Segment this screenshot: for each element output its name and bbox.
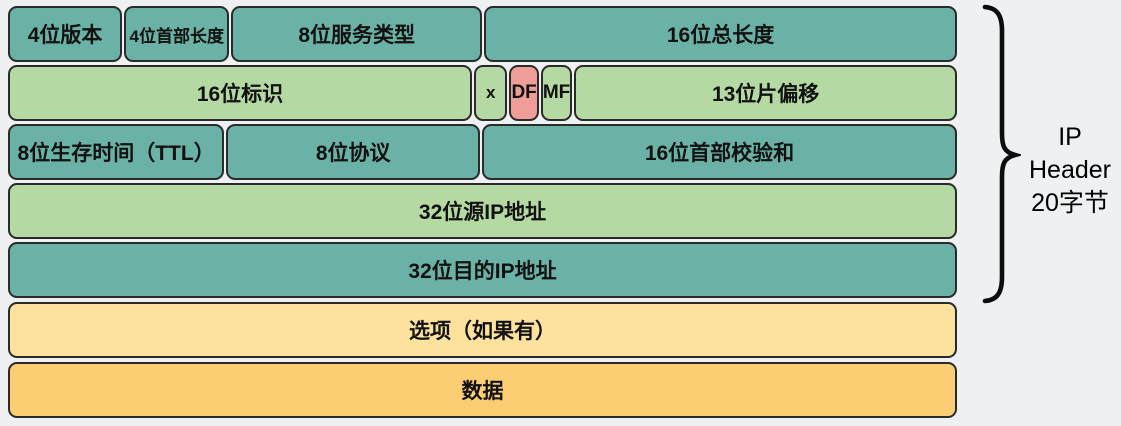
field-data: 数据 bbox=[8, 362, 957, 418]
row-word3: 8位生存时间（TTL） 8位协议 16位首部校验和 bbox=[8, 124, 957, 180]
field-data-label: 数据 bbox=[461, 380, 504, 403]
field-identification: 16位标识 bbox=[8, 65, 473, 121]
flag-mf-label: MF bbox=[542, 82, 571, 103]
field-header-checksum: 16位首部校验和 bbox=[482, 124, 957, 180]
field-source-ip-label: 32位源IP地址 bbox=[418, 201, 547, 224]
field-dest-ip-label: 32位目的IP地址 bbox=[408, 260, 557, 283]
field-header-checksum-label: 16位首部校验和 bbox=[644, 142, 795, 165]
field-ttl: 8位生存时间（TTL） bbox=[8, 124, 225, 180]
flag-df-label: DF bbox=[511, 82, 537, 103]
field-options-label: 选项（如果有） bbox=[409, 320, 556, 343]
annotation-line-3: 20字节 bbox=[1031, 189, 1109, 217]
row-word5: 32位目的IP地址 bbox=[8, 242, 957, 298]
annotation-line-1: IP bbox=[1058, 123, 1082, 151]
field-protocol: 8位协议 bbox=[226, 124, 481, 180]
flag-x: x bbox=[474, 65, 508, 121]
field-service-type-label: 8位服务类型 bbox=[298, 24, 416, 47]
field-fragment-offset-label: 13位片偏移 bbox=[711, 83, 820, 106]
header-brace bbox=[982, 4, 1021, 304]
field-header-length: 4位首部长度 bbox=[124, 6, 230, 62]
row-word4: 32位源IP地址 bbox=[8, 183, 957, 239]
field-fragment-offset: 13位片偏移 bbox=[574, 65, 958, 121]
field-header-length-label: 4位首部长度 bbox=[129, 26, 224, 46]
flag-df: DF bbox=[509, 65, 539, 121]
header-size-annotation: IP Header 20字节 bbox=[1018, 121, 1121, 220]
row-word2: 16位标识 x DF MF 13位片偏移 bbox=[8, 65, 958, 121]
field-version-label: 4位版本 bbox=[27, 24, 103, 47]
field-identification-label: 16位标识 bbox=[196, 83, 284, 106]
field-total-length-label: 16位总长度 bbox=[666, 24, 775, 47]
row-data: 数据 bbox=[8, 362, 957, 418]
field-total-length: 16位总长度 bbox=[484, 6, 957, 62]
field-ttl-label: 8位生存时间（TTL） bbox=[17, 142, 215, 165]
field-service-type: 8位服务类型 bbox=[231, 6, 483, 62]
annotation-line-2: Header bbox=[1029, 156, 1111, 184]
flag-x-label: x bbox=[485, 83, 496, 102]
row-word1: 4位版本 4位首部长度 8位服务类型 16位总长度 bbox=[8, 6, 957, 62]
field-version: 4位版本 bbox=[8, 6, 123, 62]
row-options: 选项（如果有） bbox=[8, 302, 957, 358]
field-dest-ip: 32位目的IP地址 bbox=[8, 242, 957, 298]
flag-mf: MF bbox=[540, 65, 573, 121]
packet-field-grid: 4位版本 4位首部长度 8位服务类型 16位总长度 16位标识 x DF bbox=[8, 6, 958, 421]
field-options: 选项（如果有） bbox=[8, 302, 957, 358]
field-protocol-label: 8位协议 bbox=[315, 142, 391, 165]
field-source-ip: 32位源IP地址 bbox=[8, 183, 957, 239]
